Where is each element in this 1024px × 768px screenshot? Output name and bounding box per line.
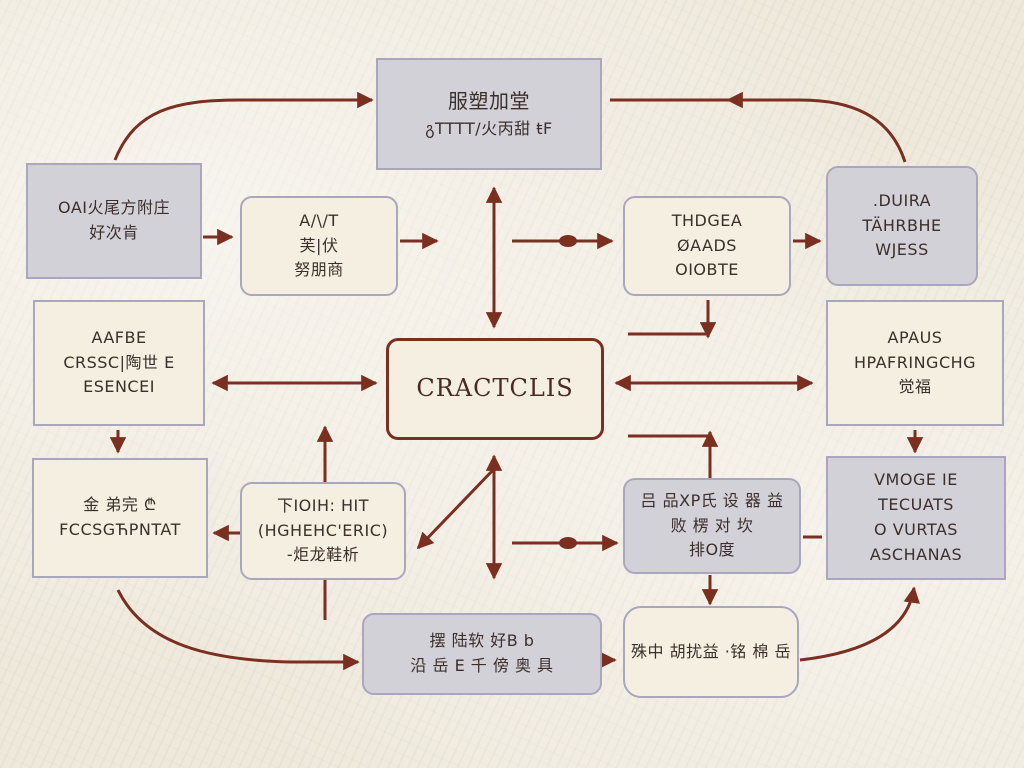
node-top-line-2: გTTTT/火丙甜 ŧF <box>425 119 553 139</box>
node-right-c-line-1: APAUS <box>887 327 943 347</box>
node-mid-right-line-2: 败 楞 对 坎 <box>670 515 754 535</box>
node-right-b-line-1: .DUIRA <box>872 190 932 210</box>
node-left-b-line-2: 芙|伏 <box>299 235 339 255</box>
node-center: CRACTCLIS <box>386 338 604 440</box>
node-mid-left-line-2: (HGHEHC'ERIC) <box>257 520 389 540</box>
arrow-rightB-to-top <box>726 91 907 163</box>
node-left-c-line-1: AAFBE <box>91 327 147 347</box>
node-right-c-line-3: 觉福 <box>898 377 932 397</box>
node-bottom-left-line-2: 沿 岳 E 千 傍 奥 具 <box>410 656 554 675</box>
node-left-b-line-3: 努朋商 <box>294 260 344 280</box>
node-right-a: THDGEA ØAADS OIOBTE <box>623 196 791 296</box>
node-right-c-line-2: HPAFRINGCHG <box>853 352 977 372</box>
node-bottom-right-line-1: 殊中 胡扰益 ·铭 棉 岳 <box>631 641 791 661</box>
node-left-b-line-1: A/\/T <box>299 210 339 230</box>
node-right-a-line-2: ØAADS <box>677 235 737 255</box>
node-right-d-line-2: TECUATS <box>878 495 954 515</box>
line-center-to-midright-up <box>628 434 712 480</box>
node-bottom-right: 殊中 胡扰益 ·铭 棉 岳 <box>623 606 799 698</box>
node-right-a-line-3: OIOBTE <box>675 260 739 280</box>
node-mid-left: 下IOIH: HIT (HGHEHC'ERIC) -炬龙鞋析 <box>240 482 406 580</box>
arrow-leftA-to-top <box>113 91 374 161</box>
node-right-d-line-1: VMOGE IE <box>874 470 958 490</box>
arrow-bottomRight-to-rightD <box>799 586 920 662</box>
node-center-label: CRACTCLIS <box>416 374 574 403</box>
node-left-d: 金 弟完 ₾ FCCSGЋPNTAT <box>32 458 208 578</box>
node-left-a: OAI火尾方附庄 好次肯 <box>26 163 202 279</box>
node-left-a-line-2: 好次肯 <box>89 223 139 242</box>
arrow-leftD-to-bottomLeft <box>116 589 360 671</box>
node-top-line-1: 服塑加堂 <box>448 89 530 114</box>
node-mid-right-line-1: 吕 品XP氏 设 器 益 <box>640 490 784 510</box>
node-bottom-left: 摆 陆软 好B b 沿 岳 E 千 傍 奥 具 <box>362 613 602 695</box>
node-mid-right: 吕 品XP氏 设 器 益 败 楞 对 坎 排O度 <box>623 478 801 574</box>
node-mid-right-line-3: 排O度 <box>688 540 736 560</box>
node-right-d-line-3: O VURTAS <box>874 520 958 539</box>
node-top: 服塑加堂 გTTTT/火丙甜 ŧF <box>376 58 602 170</box>
node-right-b-line-3: WJESS <box>875 240 929 260</box>
node-right-a-line-1: THDGEA <box>671 210 743 230</box>
node-left-c-line-2: CRSSC|陶世 E <box>63 352 175 372</box>
node-mid-left-line-1: 下IOIH: HIT <box>276 495 370 515</box>
node-left-d-line-2: FCCSGЋPNTAT <box>59 520 181 539</box>
node-left-c-line-3: ESENCEI <box>83 377 155 397</box>
node-right-c: APAUS HPAFRINGCHG 觉福 <box>826 300 1004 426</box>
node-right-d-line-4: ASCHANAS <box>869 544 963 564</box>
node-right-b: .DUIRA TÄHRBHE WJESS <box>826 166 978 286</box>
node-left-c: AAFBE CRSSC|陶世 E ESENCEI <box>33 300 205 426</box>
node-right-b-line-2: TÄHRBHE <box>862 215 942 235</box>
node-left-d-line-1: 金 弟完 ₾ <box>83 495 157 515</box>
node-left-a-line-1: OAI火尾方附庄 <box>58 198 170 218</box>
node-right-d: VMOGE IE TECUATS O VURTAS ASCHANAS <box>826 456 1006 580</box>
arrow-diagonal <box>416 468 495 550</box>
node-mid-left-line-3: -炬龙鞋析 <box>286 545 360 565</box>
arrow-rightA-down <box>628 322 717 339</box>
node-bottom-left-line-1: 摆 陆软 好B b <box>429 631 535 651</box>
node-left-b: A/\/T 芙|伏 努朋商 <box>240 196 398 296</box>
